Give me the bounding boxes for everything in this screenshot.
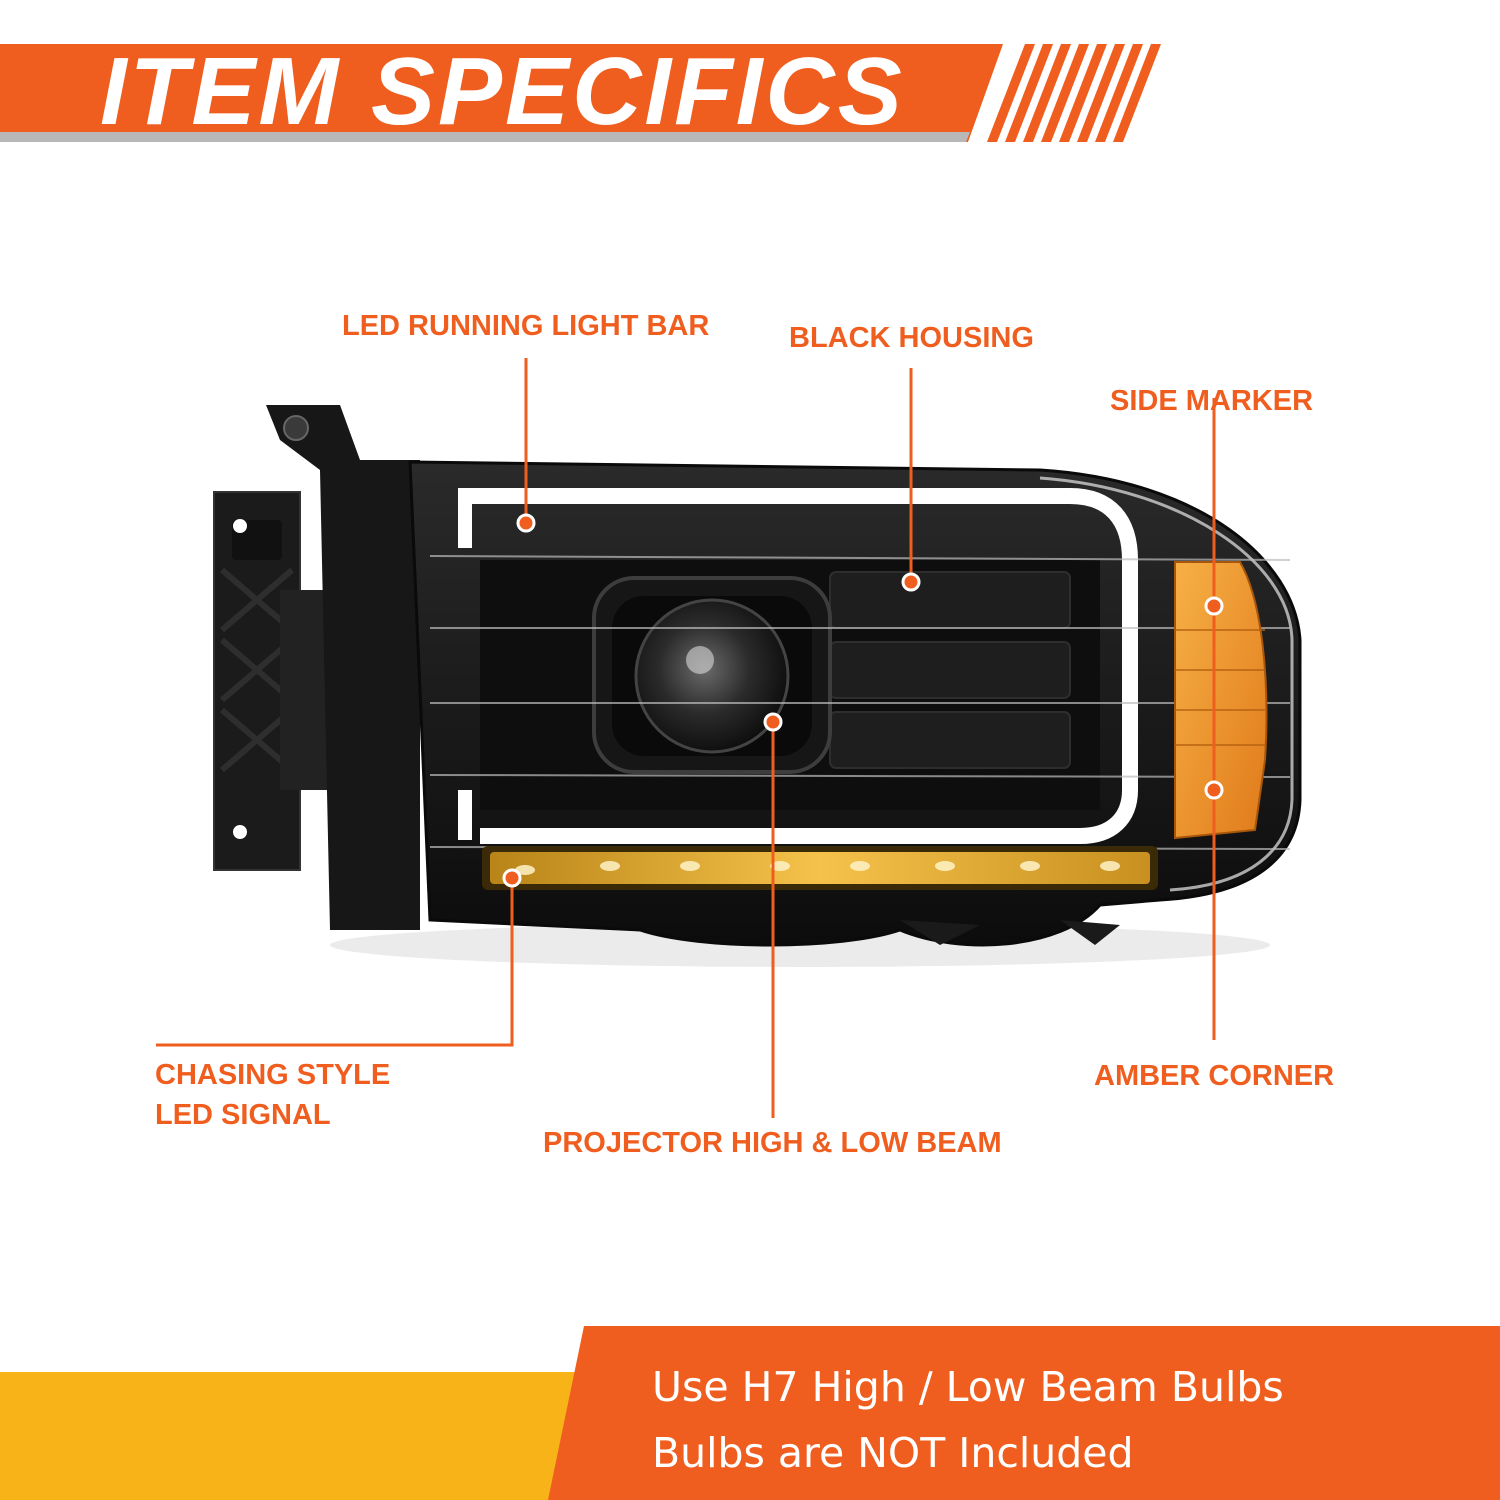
callout-dots: [502, 513, 1224, 888]
page-title: ITEM SPECIFICS: [100, 38, 905, 145]
header-stripes-decoration: [987, 44, 1161, 142]
callout-black-housing: BLACK HOUSING: [789, 322, 1034, 354]
callout-leader-lines: [156, 358, 1216, 1118]
header-banner: [0, 44, 1161, 142]
footer-note-bulbs-not-included: Bulbs are NOT Included: [652, 1429, 1134, 1477]
callout-amber-corner: AMBER CORNER: [1094, 1060, 1335, 1092]
footer-banner: [0, 1326, 1500, 1500]
callout-led-running-light-bar: LED RUNNING LIGHT BAR: [342, 310, 710, 342]
headlight-illustration: [213, 405, 1302, 967]
callout-projector-beam: PROJECTOR HIGH & LOW BEAM: [543, 1127, 1002, 1159]
callout-led-signal: LED SIGNAL: [155, 1099, 331, 1131]
footer-note-bulb-type: Use H7 High / Low Beam Bulbs: [652, 1363, 1284, 1411]
callout-side-marker: SIDE MARKER: [1110, 385, 1314, 417]
callout-chasing-style: CHASING STYLE: [155, 1059, 391, 1091]
